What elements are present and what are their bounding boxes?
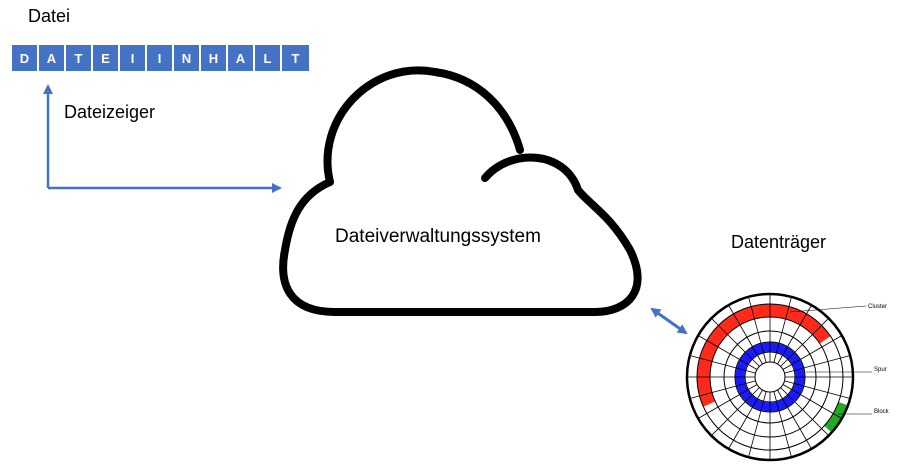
disk-ring — [754, 361, 786, 393]
sector-line — [782, 335, 843, 370]
sector-line — [711, 387, 760, 436]
block-segment — [824, 401, 848, 433]
file-content-cell: T — [66, 45, 93, 71]
file-content-cell: A — [39, 45, 66, 71]
block-legend: Block — [874, 409, 890, 415]
storage-medium-label: Datenträger — [731, 232, 827, 252]
file-content-cell: E — [93, 45, 120, 71]
system-medium-arrow — [650, 307, 688, 335]
file-content-cell: T — [282, 45, 309, 71]
disk-icon — [685, 292, 855, 462]
sector-line — [773, 296, 792, 363]
sector-line — [748, 391, 767, 458]
cloud-icon — [279, 66, 642, 316]
file-content-cell: I — [147, 45, 174, 71]
sector-line — [689, 380, 756, 399]
sector-line — [773, 391, 792, 458]
file-content-cell: I — [120, 45, 147, 71]
sector-line — [711, 318, 760, 367]
file-content-cell: H — [201, 45, 228, 71]
file-content-cell: N — [174, 45, 201, 71]
sector-line — [748, 296, 767, 363]
file-system-label: Dateiverwaltungssystem — [335, 226, 541, 247]
sector-line — [697, 335, 758, 370]
sector-line — [728, 389, 763, 450]
file-content-cell: L — [255, 45, 282, 71]
sector-line — [728, 304, 763, 365]
disk-outline — [685, 292, 855, 462]
track-legend: Spur — [874, 367, 887, 373]
cluster-legend: Cluster — [868, 304, 887, 310]
sector-line — [777, 304, 812, 365]
file-pointer-label: Dateizeiger — [64, 102, 156, 122]
sector-line — [777, 389, 812, 450]
sector-line — [689, 355, 756, 374]
sector-line — [784, 355, 851, 374]
sector-line — [697, 384, 758, 419]
sector-line — [780, 318, 829, 367]
file-title: Datei — [28, 6, 71, 26]
file-content-cell: A — [228, 45, 255, 71]
sector-line — [780, 387, 829, 436]
sector-line — [782, 384, 843, 419]
sector-line — [784, 380, 851, 399]
cluster-segment — [696, 303, 831, 407]
file-content-cell: D — [12, 45, 39, 71]
